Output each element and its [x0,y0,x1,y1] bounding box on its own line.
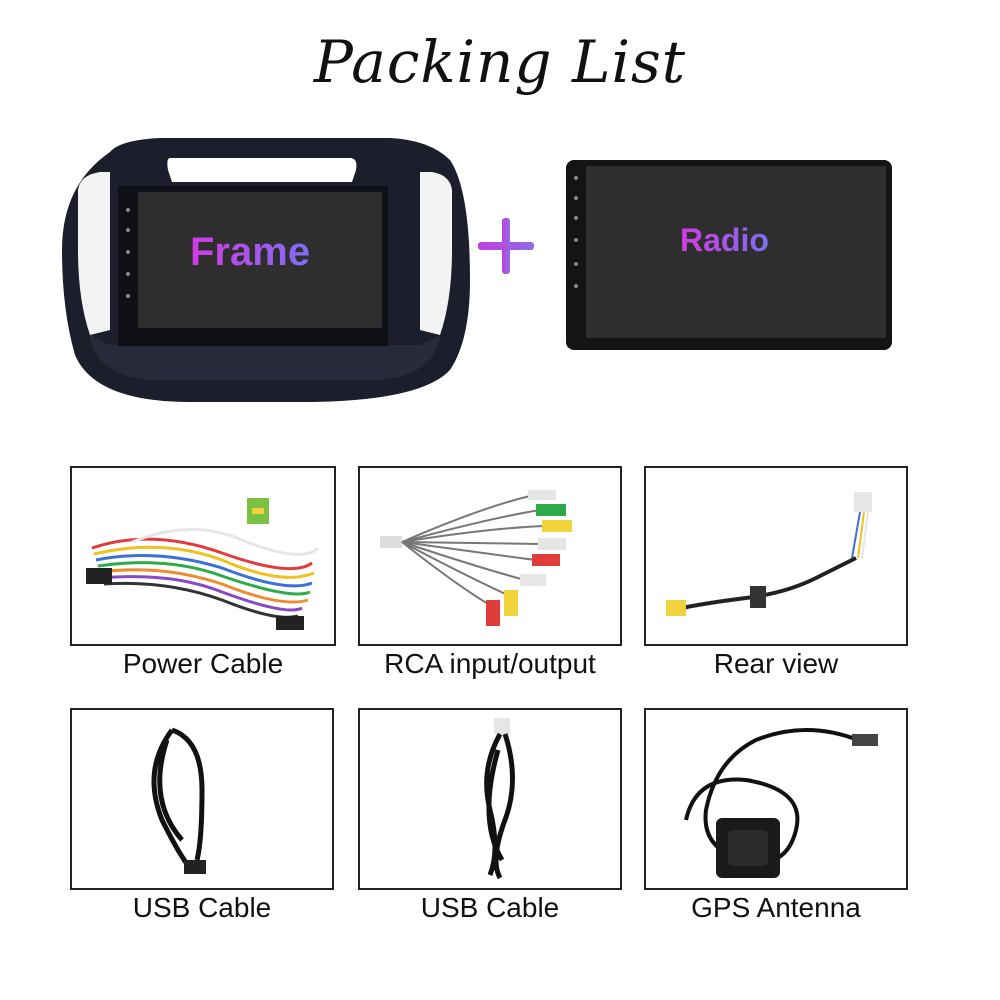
rca-label: RCA input/output [384,648,596,679]
usb-cable-card-2 [358,708,622,890]
plus-icon [478,218,534,274]
rca-card [358,466,622,646]
frame-label: Frame [190,230,311,274]
power-cable-icon [86,498,320,630]
usb-cable-icon [484,718,515,880]
rca-cable-icon [380,490,572,626]
device-illustration [62,138,892,402]
gps-antenna-label: GPS Antenna [691,892,861,923]
gps-antenna-card [644,708,908,890]
rear-view-label: Rear view [713,648,839,679]
radio-label: Radio [680,222,769,258]
power-cable-label: Power Cable [122,648,284,679]
frame-image [62,138,470,402]
rear-view-card [644,466,908,646]
power-cable-card [70,466,336,646]
radio-image [566,160,892,350]
usb-cable-label-1: USB Cable [132,892,272,923]
page-title: Packing List [313,28,687,96]
usb-cable-card-1 [70,708,334,890]
rear-view-cable-icon [666,492,872,616]
hero-section [0,130,1000,420]
usb-cable-icon [151,727,206,874]
gps-antenna-icon [684,728,878,878]
usb-cable-label-2: USB Cable [420,892,560,923]
